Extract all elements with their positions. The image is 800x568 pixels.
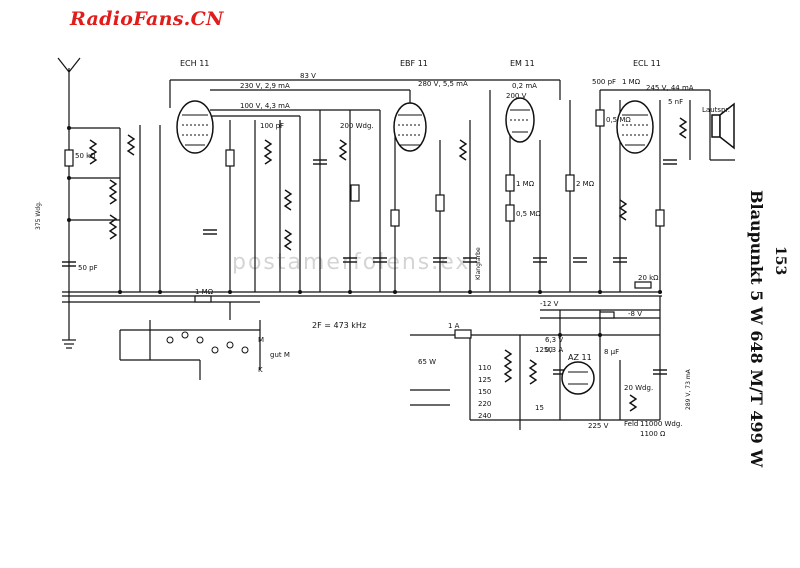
label-field-ohm: 1100 Ω xyxy=(640,430,666,438)
label-antenna-wdg: 375 Wdg. xyxy=(35,201,42,230)
label-tap-240: 240 xyxy=(478,412,491,420)
tube-ecl11 xyxy=(616,100,654,154)
capacitors xyxy=(62,159,677,375)
label-fuse-1a: 1 A xyxy=(448,322,460,330)
label-ecl-289v: 289 V, 73 mA xyxy=(685,368,692,410)
resistors xyxy=(64,109,665,339)
label-em-02ma: 0,2 mA xyxy=(512,82,537,90)
label-tone: Klangfarbe xyxy=(475,247,482,280)
tube-ech11 xyxy=(176,100,214,154)
label-ebf11: EBF 11 xyxy=(400,59,428,68)
label-tap-220: 220 xyxy=(478,400,491,408)
wires xyxy=(57,57,735,430)
label-ech11: ECH 11 xyxy=(180,59,209,68)
label-speaker: Lautspr. xyxy=(702,106,730,114)
label-supply-83v: 83 V xyxy=(300,72,316,80)
label-ecl-1mohm: 1 MΩ xyxy=(622,78,641,86)
label-field: Feld xyxy=(624,420,638,428)
label-r-20k: 20 kΩ xyxy=(638,274,659,282)
component-labels: ECH 11 EBF 11 EM 11 ECL 11 AZ 11 83 V 23… xyxy=(35,59,730,438)
label-tap-110: 110 xyxy=(478,364,491,372)
label-gerat-m: M xyxy=(258,336,264,344)
label-gerat-text: gut M xyxy=(270,351,290,359)
label-lamp-03a: 0,3 A xyxy=(545,346,563,354)
label-neg-8v: -8 V xyxy=(628,310,642,318)
label-tap-125: 125 xyxy=(478,376,491,384)
label-supply-230v: 230 V, 2,9 mA xyxy=(240,82,290,90)
label-em-05m: 0,5 MΩ xyxy=(516,210,541,218)
label-bf-200wdg: 200 Wdg. xyxy=(340,122,374,130)
junction-dots xyxy=(67,126,662,337)
page-number: 153 xyxy=(772,246,788,276)
label-tr-225v: 225 V xyxy=(588,422,609,430)
label-r-50k: 50 kΩ xyxy=(75,152,96,160)
label-lamp-63v: 6,3 V xyxy=(545,336,563,344)
band-switch xyxy=(166,331,249,354)
coils xyxy=(88,117,688,412)
label-em11: EM 11 xyxy=(510,59,535,68)
label-em-200v: 200 V xyxy=(506,92,527,100)
speaker-symbol xyxy=(711,102,735,150)
label-ecl-245v: 245 V, 44 mA xyxy=(646,84,694,92)
label-az11: AZ 11 xyxy=(568,353,592,362)
label-field-wdg: 11000 Wdg. xyxy=(640,420,683,428)
label-cap-8uf: 8 µF xyxy=(604,348,619,356)
label-ecl-2m: 2 MΩ xyxy=(576,180,595,188)
label-r-1m-bus: 1 MΩ xyxy=(195,288,214,296)
label-osc-100pf: 100 pF xyxy=(260,122,284,130)
label-ecl-05m: 0,5 MΩ xyxy=(606,116,631,124)
label-mains-65w: 65 W xyxy=(418,358,436,366)
schematic-title: Blaupunkt 5 W 648 M/T 499 W xyxy=(747,190,766,468)
label-tr-15: 15 xyxy=(535,404,544,412)
label-ecl-500pf: 500 pF xyxy=(592,78,616,86)
label-tap-150: 150 xyxy=(478,388,491,396)
label-tr-1250: 1250 xyxy=(535,346,553,354)
label-neg-12v: -12 V xyxy=(540,300,559,308)
label-ecl-5nf: 5 nF xyxy=(668,98,683,106)
site-brand: RadioFans.CN xyxy=(70,8,224,30)
label-filter-20wdg: 20 Wdg. xyxy=(624,384,653,392)
label-em-1m: 1 MΩ xyxy=(516,180,535,188)
label-if-frequency: 2F = 473 kHz xyxy=(312,321,366,330)
tube-electrodes xyxy=(182,109,648,385)
label-ecl11: ECL 11 xyxy=(633,59,661,68)
label-gerat-k: K xyxy=(258,366,263,374)
tube-az11 xyxy=(561,361,595,395)
tube-ebf11 xyxy=(393,102,427,152)
label-supply-280v: 280 V, 5,5 mA xyxy=(418,80,468,88)
label-c-50pf: 50 pF xyxy=(78,264,98,272)
label-supply-100v: 100 V, 4,3 mA xyxy=(240,102,290,110)
